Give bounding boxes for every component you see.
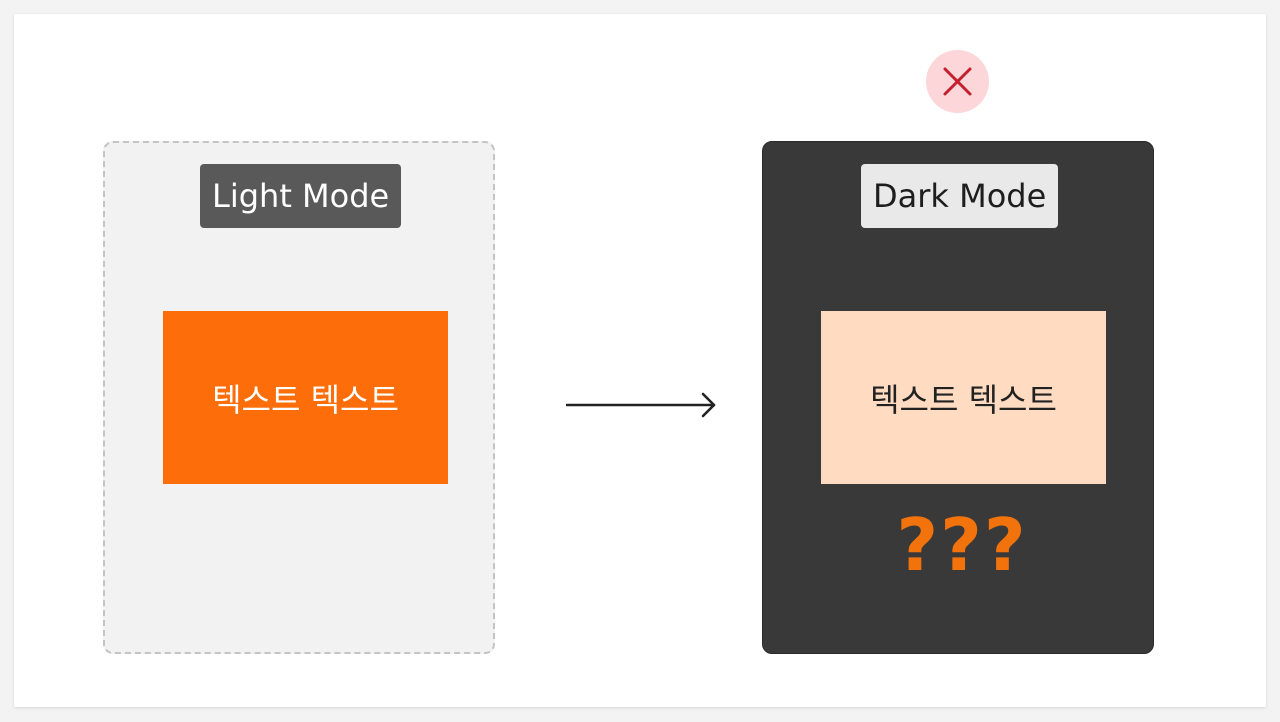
dark-sample-text-box: 텍스트 텍스트 <box>821 311 1106 484</box>
error-badge <box>926 50 989 113</box>
light-sample-text-box: 텍스트 텍스트 <box>163 311 448 484</box>
arrow-right-icon <box>566 392 716 418</box>
dark-mode-label: Dark Mode <box>861 164 1059 228</box>
light-mode-label: Light Mode <box>200 164 402 228</box>
close-x-icon <box>943 67 972 96</box>
question-marks: ??? <box>896 503 1028 587</box>
